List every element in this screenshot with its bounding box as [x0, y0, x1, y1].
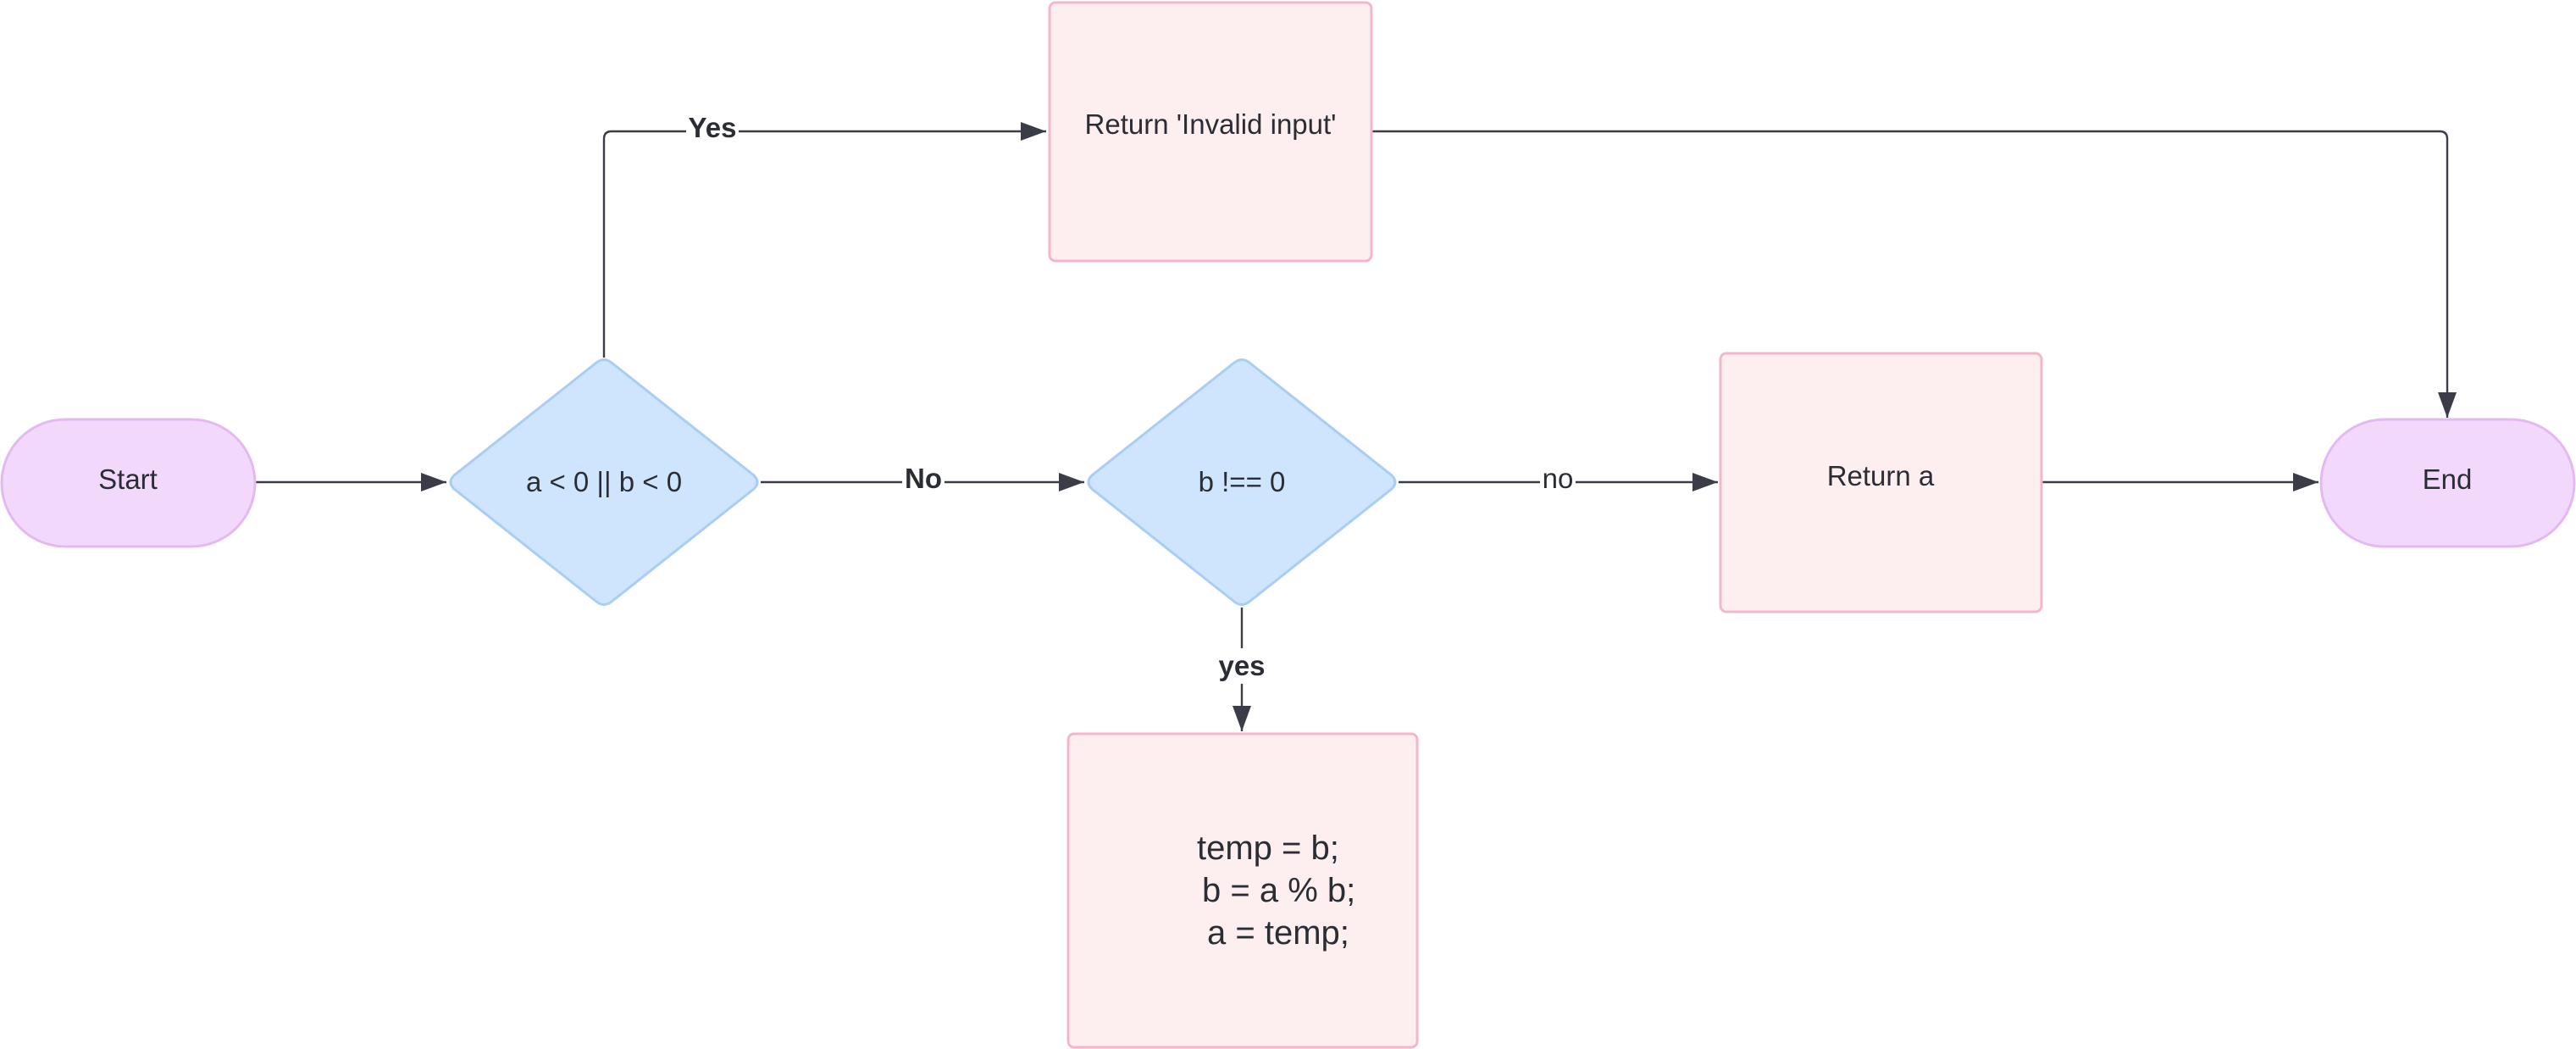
edge-condition-yes: [602, 122, 1046, 358]
edge-label-yes-lower: yes: [1214, 648, 1270, 684]
decision-b-nonzero[interactable]: b !== 0: [1087, 358, 1397, 606]
edge-invalid-to-end: [1371, 130, 2457, 418]
decision-negative-label: a < 0 || b < 0: [526, 466, 682, 497]
edge-label-yes: Yes: [686, 112, 739, 147]
decision-b-nonzero-label: b !== 0: [1199, 466, 1286, 497]
return-invalid-label: Return 'Invalid input': [1085, 108, 1337, 140]
start-node[interactable]: Start: [0, 418, 257, 548]
end-label: End: [2423, 463, 2473, 495]
end-node[interactable]: End: [2319, 418, 2576, 548]
svg-text:no: no: [1543, 463, 1574, 494]
svg-text:Yes: Yes: [689, 112, 737, 143]
edge-label-no-lower: no: [1540, 463, 1576, 497]
swap-line-a: a = temp;: [1207, 914, 1349, 952]
edge-label-no: No: [902, 463, 945, 497]
swap-line-b: b = a % b;: [1202, 872, 1355, 909]
decision-negative-check[interactable]: a < 0 || b < 0: [449, 358, 759, 606]
return-a-label: Return a: [1827, 460, 1935, 491]
swap-line-temp: temp = b;: [1197, 830, 1339, 867]
svg-text:yes: yes: [1218, 650, 1265, 681]
process-return-invalid[interactable]: Return 'Invalid input': [1048, 1, 1373, 263]
process-swap-block[interactable]: temp = b; b = a % b; a = temp;: [1066, 732, 1419, 1049]
process-return-a[interactable]: Return a: [1719, 352, 2043, 613]
start-label: Start: [98, 463, 158, 495]
svg-text:No: No: [905, 463, 942, 494]
